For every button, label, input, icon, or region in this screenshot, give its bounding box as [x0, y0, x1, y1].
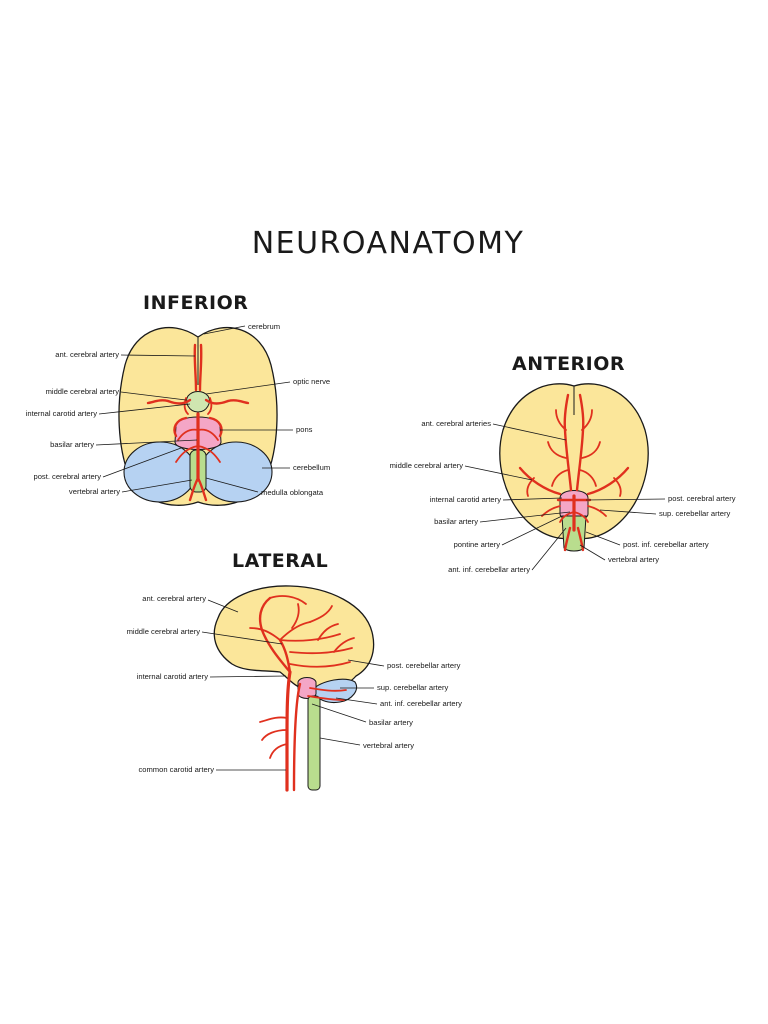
inferior-cerebrum-leader — [203, 325, 246, 335]
anterior-label-post-cerebral: post. cerebral artery — [668, 494, 736, 503]
inferior-label-optic-nerve: optic nerve — [293, 377, 330, 386]
lateral-label-middle-cerebral: middle cerebral artery — [127, 627, 201, 636]
anterior-view: ANTERIOR — [390, 353, 736, 574]
anterior-label-ant-cerebral: ant. cerebral arteries — [421, 419, 491, 428]
inferior-label-internal-carotid: internal carotid artery — [26, 409, 98, 418]
inferior-label-middle-cerebral: middle cerebral artery — [46, 387, 120, 396]
lateral-vertebral-leader — [319, 737, 361, 746]
lateral-label-basilar: basilar artery — [369, 718, 413, 727]
lateral-middle-cerebral-leader — [201, 631, 283, 645]
inferior-medulla-leader — [205, 477, 259, 493]
anterior-basilar-leader — [479, 511, 571, 523]
inferior-heading: INFERIOR — [143, 292, 248, 314]
inferior-label-cerebellum: cerebellum — [293, 463, 330, 472]
anterior-label-middle-cerebral: middle cerebral artery — [390, 461, 464, 470]
inferior-label-basilar: basilar artery — [50, 440, 94, 449]
anterior-post-cerebral-leader — [585, 498, 666, 501]
inferior-label-cerebrum: cerebrum — [248, 322, 280, 331]
lateral-medulla — [307, 695, 321, 791]
inferior-label-pons: pons — [296, 425, 313, 434]
inferior-arteries — [146, 343, 250, 502]
anterior-arteries — [518, 393, 630, 552]
lateral-label-ant-inf-cerebellar: ant. inf. cerebellar artery — [380, 699, 462, 708]
lateral-ant-cerebral-leader — [207, 599, 239, 613]
inferior-label-medulla: medulla oblongata — [261, 488, 324, 497]
lateral-label-vertebral: vertebral artery — [363, 741, 414, 750]
lateral-cerebrum — [213, 585, 375, 692]
lateral-basilar-leader — [311, 703, 367, 723]
inferior-label-ant-cerebral: ant. cerebral artery — [55, 350, 119, 359]
anterior-label-internal-carotid: internal carotid artery — [430, 495, 502, 504]
inferior-label-vertebral: vertebral artery — [69, 487, 120, 496]
anterior-label-vertebral: vertebral artery — [608, 555, 659, 564]
inferior-vertebral-leader — [121, 479, 193, 493]
inferior-basilar-leader — [95, 439, 198, 446]
lateral-label-post-cerebellar: post. cerebellar artery — [387, 661, 461, 670]
anterior-label-ant-inf-cerebellar: ant. inf. cerebellar artery — [448, 565, 530, 574]
anterior-label-pontine: pontine artery — [454, 540, 501, 549]
lateral-label-internal-carotid: internal carotid artery — [137, 672, 209, 681]
anterior-sup-cerebellar-leader — [599, 509, 657, 515]
anterior-label-basilar: basilar artery — [434, 517, 478, 526]
inferior-ant-cerebral-leader — [120, 354, 196, 357]
lateral-pons — [297, 677, 317, 699]
lateral-heading: LATERAL — [232, 550, 328, 572]
page-title: NEUROANATOMY — [252, 226, 525, 261]
anterior-internal-carotid-leader — [502, 497, 563, 501]
lateral-internal-carotid-leader — [209, 675, 287, 678]
inferior-optic-nerve-leader — [205, 381, 291, 395]
anterior-middle-cerebral-leader — [464, 465, 533, 481]
inferior-label-post-cerebral: post. cerebral artery — [33, 472, 101, 481]
anterior-pontine-leader — [501, 515, 563, 546]
inferior-optic-chiasm — [186, 391, 210, 413]
inferior-middle-cerebral-leader — [120, 391, 187, 401]
inferior-post-cerebral-leader — [102, 447, 182, 478]
anterior-ant-cerebral-leader — [492, 423, 567, 441]
lateral-view: LATERAL — [127, 550, 462, 792]
anterior-ant-inf-cerebellar-leader — [531, 527, 567, 571]
inferior-view: INFERIOR — [26, 292, 330, 506]
anterior-label-post-inf-cerebellar: post. inf. cerebellar artery — [623, 540, 709, 549]
lateral-arteries — [249, 595, 355, 792]
anterior-post-inf-cerebellar-leader — [585, 531, 621, 546]
lateral-label-ant-cerebral: ant. cerebral artery — [142, 594, 206, 603]
inferior-internal-carotid-leader — [98, 403, 191, 415]
lateral-post-cerebellar-leader — [347, 659, 385, 667]
lateral-ant-inf-cerebellar-leader — [335, 697, 378, 705]
anterior-heading: ANTERIOR — [512, 353, 625, 375]
anterior-vertebral-leader — [579, 544, 606, 561]
lateral-label-sup-cerebellar: sup. cerebellar artery — [377, 683, 449, 692]
anterior-label-sup-cerebellar: sup. cerebellar artery — [659, 509, 731, 518]
lateral-label-common-carotid: common carotid artery — [138, 765, 214, 774]
